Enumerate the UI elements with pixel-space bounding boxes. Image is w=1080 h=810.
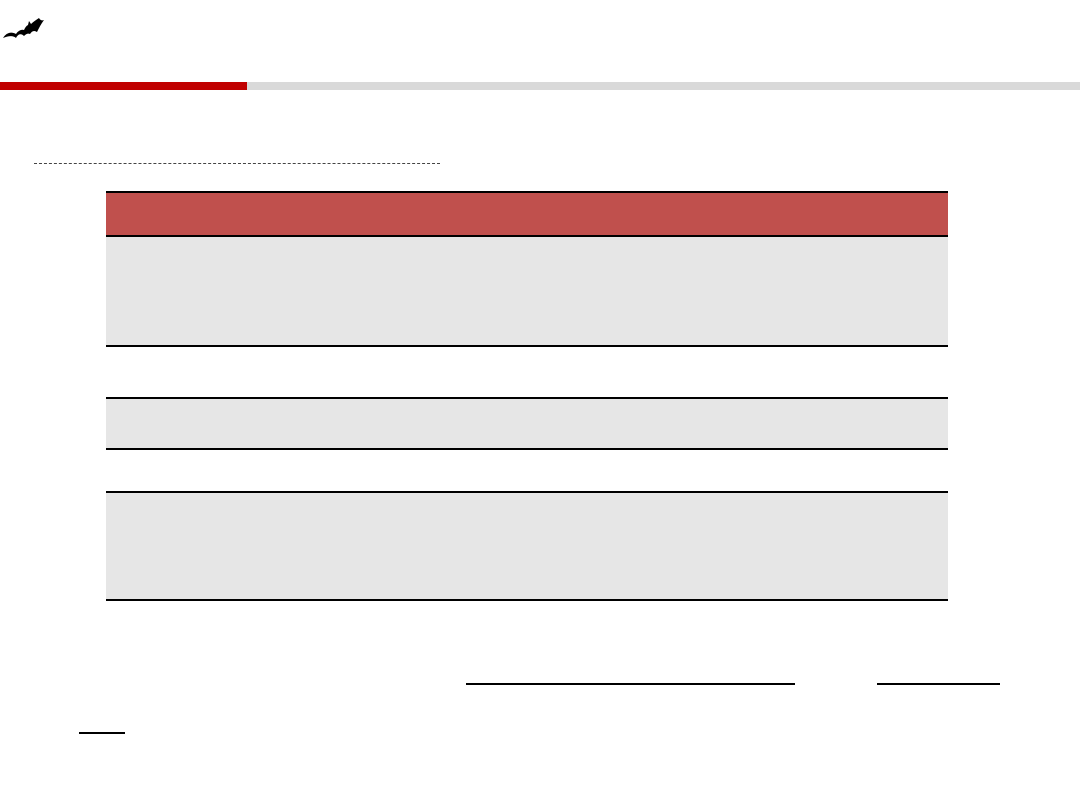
blank-underline bbox=[79, 732, 125, 734]
table-row bbox=[106, 237, 948, 347]
table-row bbox=[106, 347, 948, 399]
table-row bbox=[106, 491, 948, 601]
header-divider-bar bbox=[247, 82, 1080, 90]
bat-icon bbox=[3, 18, 44, 38]
dashed-divider bbox=[34, 163, 440, 164]
header-accent-bar bbox=[0, 82, 247, 90]
table-row bbox=[106, 399, 948, 450]
blank-underline bbox=[466, 683, 795, 685]
blank-underline bbox=[877, 683, 1000, 685]
table-header-row bbox=[106, 191, 948, 237]
